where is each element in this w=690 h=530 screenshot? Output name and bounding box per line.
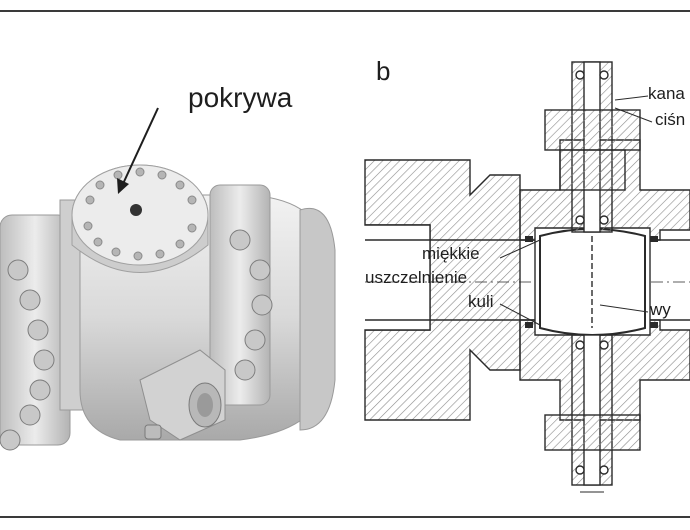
label-kana: kana bbox=[648, 84, 685, 103]
label-pokrywa: pokrywa bbox=[188, 82, 293, 113]
label-wy: wy bbox=[650, 300, 671, 319]
pokrywa-arrow bbox=[121, 107, 159, 187]
label-miekkie: miękkie bbox=[422, 244, 480, 263]
label-panel-b: b bbox=[376, 56, 391, 86]
right-flange bbox=[299, 208, 336, 431]
valve-cross-section bbox=[364, 61, 690, 493]
valve-photo bbox=[0, 107, 336, 451]
label-kuli: kuli bbox=[468, 292, 494, 311]
label-uszczelnienie: uszczelnienie bbox=[365, 268, 468, 287]
label-cisn: ciśn bbox=[655, 110, 686, 129]
figure-frame bbox=[0, 10, 690, 518]
